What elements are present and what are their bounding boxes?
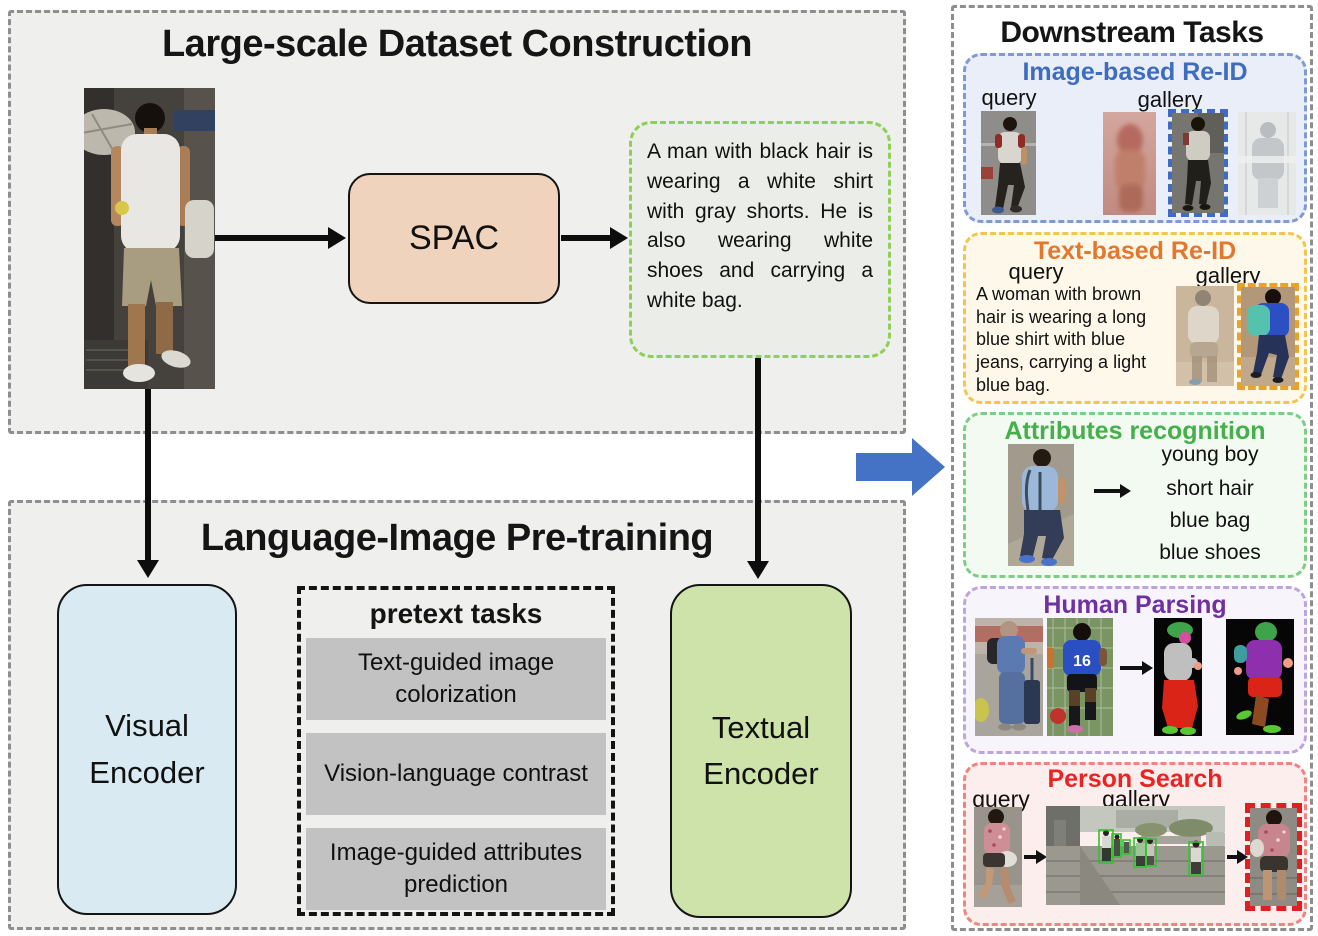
person-search-arrow-1-icon — [1024, 849, 1047, 864]
attribute-item: blue shoes — [1159, 541, 1261, 564]
attribute-item: short hair — [1166, 477, 1254, 500]
attribute-item: blue bag — [1169, 509, 1251, 532]
image-reid-title: Image-based Re-ID — [1022, 58, 1248, 86]
parsing-mask-2 — [1226, 619, 1294, 735]
generated-caption-text: A man with black hair is wearing a white… — [647, 140, 873, 313]
pedestrian-photo — [84, 88, 215, 389]
section-text-reid: Text-based Re-ID query gallery A woman w… — [963, 232, 1307, 404]
textual-encoder-box: Textual Encoder — [670, 584, 852, 918]
parsing-photo-2: 16 — [1047, 618, 1113, 736]
human-parsing-title: Human Parsing — [1043, 591, 1227, 619]
pretraining-panel-title: Language-Image Pre-training — [200, 517, 714, 559]
visual-encoder-label: Visual Encoder — [89, 708, 205, 790]
arrow-spac-to-caption-icon — [561, 227, 628, 248]
textual-encoder-label: Textual Encoder — [703, 709, 819, 792]
jersey-number: 16 — [1073, 653, 1091, 670]
text-reid-query-label: query — [1008, 259, 1064, 284]
person-search-result-photo — [1245, 803, 1302, 911]
attributes-title: Attributes recognition — [1004, 417, 1266, 445]
section-attributes: Attributes recognition young boy short h… — [963, 412, 1307, 578]
arrow-photo-to-spac-icon — [215, 227, 346, 248]
image-reid-gallery-label: gallery — [1137, 87, 1203, 112]
visual-encoder-box: Visual Encoder — [57, 584, 237, 915]
section-human-parsing: Human Parsing — [963, 586, 1307, 754]
image-reid-gallery-photo-3 — [1238, 112, 1296, 215]
pretext-task-item: Vision-language contrast — [306, 733, 606, 815]
section-image-reid: Image-based Re-ID query gallery — [963, 53, 1307, 223]
parsing-mask-1 — [1154, 618, 1202, 736]
person-search-arrow-2-icon — [1227, 849, 1248, 864]
pretext-tasks-title: pretext tasks — [369, 598, 543, 629]
attributes-arrow-icon — [1094, 483, 1131, 498]
image-reid-query-photo — [981, 111, 1036, 215]
parsing-arrow-icon — [1120, 660, 1153, 675]
image-reid-gallery-photo-1 — [1103, 112, 1156, 215]
dataset-panel-title: Large-scale Dataset Construction — [161, 23, 753, 65]
text-reid-gallery-photo-match — [1237, 283, 1299, 390]
parsing-photo-1 — [975, 618, 1043, 736]
spac-module: SPAC — [348, 173, 560, 304]
text-reid-gallery-photo-1 — [1176, 286, 1234, 386]
section-person-search: Person Search query gallery — [963, 762, 1307, 926]
pretext-tasks-box: pretext tasks Text-guided image coloriza… — [297, 586, 615, 916]
generated-caption-box: A man with black hair is wearing a white… — [629, 121, 891, 358]
pretext-task-item: Text-guided image colorization — [306, 638, 606, 720]
downstream-title: Downstream Tasks — [1000, 16, 1264, 49]
attribute-item: young boy — [1161, 443, 1259, 466]
person-search-title: Person Search — [1047, 765, 1223, 793]
image-reid-query-label: query — [981, 85, 1037, 110]
person-search-query-photo — [974, 807, 1022, 907]
image-reid-gallery-photo-match — [1168, 109, 1228, 217]
pretext-task-item: Image-guided attributes prediction — [306, 828, 606, 910]
spac-label: SPAC — [408, 219, 500, 257]
arrow-photo-to-visual-encoder-icon — [137, 389, 158, 578]
flow-arrow-blue-icon — [856, 436, 946, 503]
attributes-photo — [1008, 444, 1074, 566]
arrow-caption-to-textual-encoder-icon — [747, 358, 768, 579]
text-reid-title: Text-based Re-ID — [1033, 237, 1237, 265]
person-search-gallery-scene — [1046, 806, 1225, 905]
text-reid-query-text: A woman with brown hair is wearing a lon… — [976, 284, 1147, 395]
